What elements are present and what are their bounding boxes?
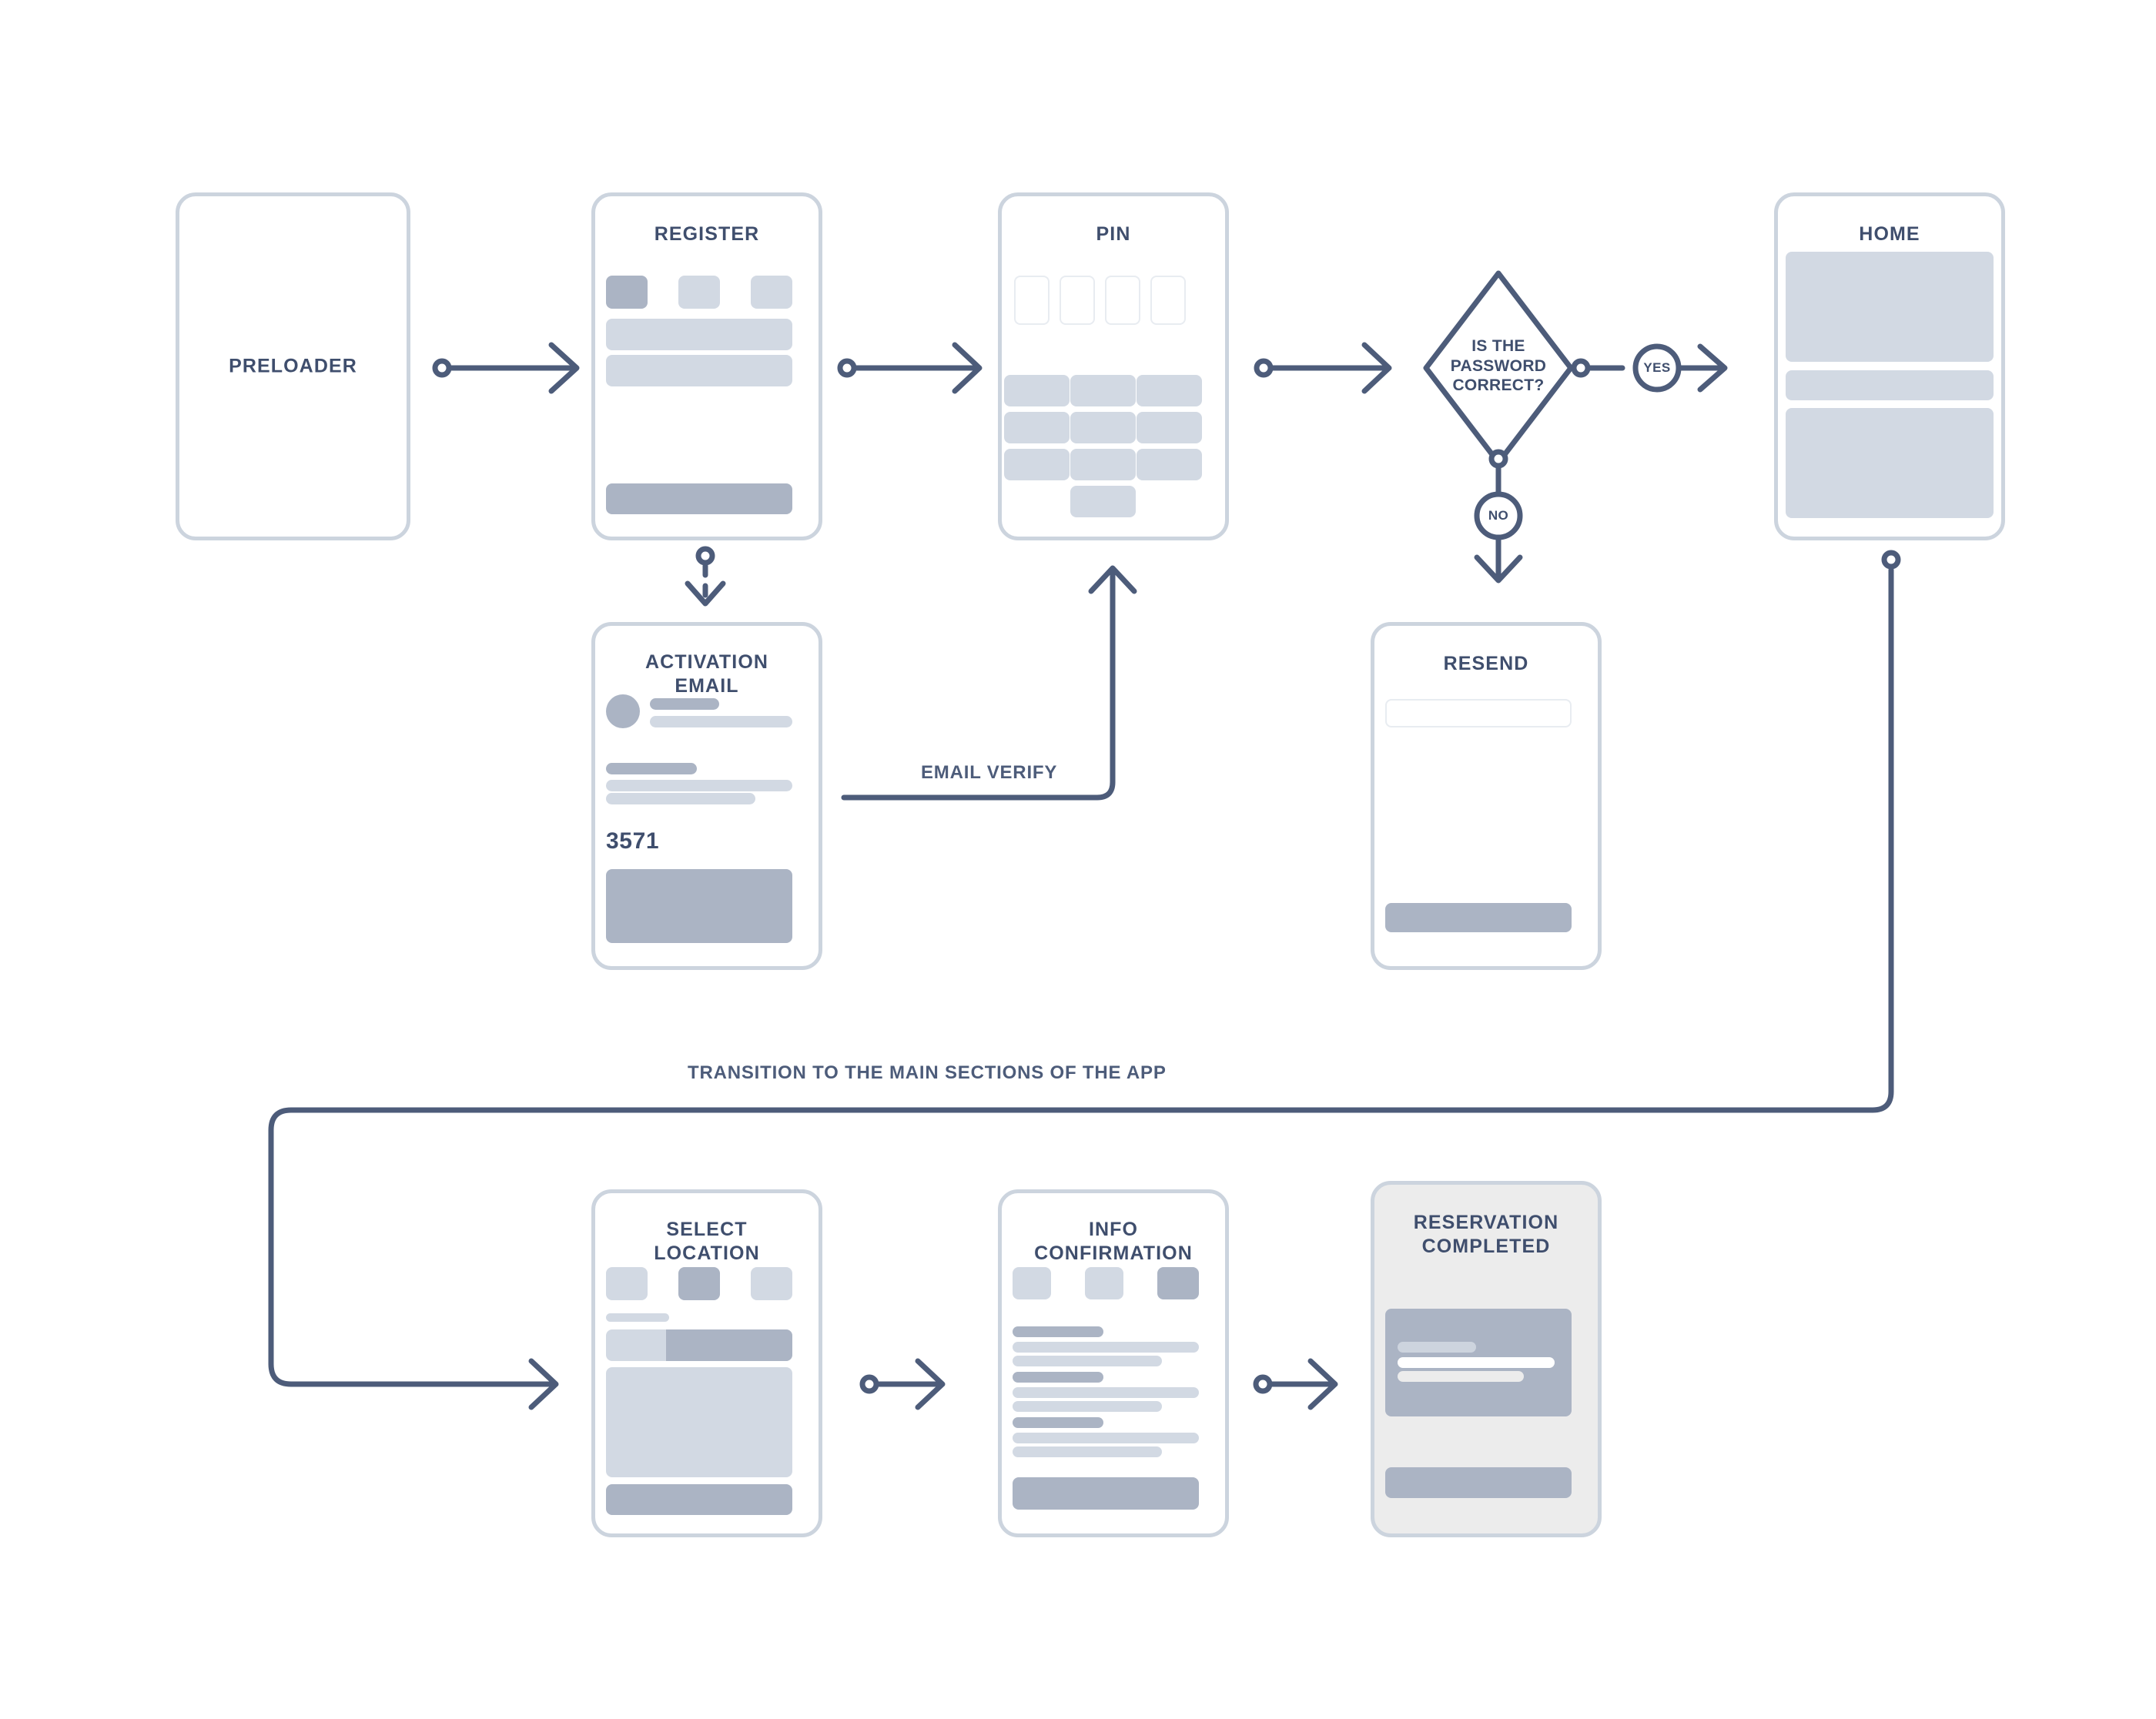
- select-location-title-line1: SELECT: [666, 1219, 748, 1240]
- keypad-key-5[interactable]: [1070, 412, 1136, 443]
- info-group1-line-2: [1013, 1356, 1162, 1366]
- screen-preloader[interactable]: PRELOADER: [176, 192, 410, 540]
- edge-label-email-verify: EMAIL VERIFY: [921, 762, 1058, 783]
- screen-resend[interactable]: RESEND: [1371, 622, 1602, 970]
- screen-reservation-completed-title: RESERVATION COMPLETED: [1374, 1211, 1598, 1258]
- sender-avatar: [606, 694, 640, 728]
- screen-activation-email[interactable]: ACTIVATION EMAIL 3571: [591, 622, 822, 970]
- reservation-ticket-line-2: [1398, 1357, 1555, 1368]
- screen-preloader-title: PRELOADER: [229, 355, 357, 377]
- location-tab-1[interactable]: [606, 1267, 648, 1300]
- info-group3-line-2: [1013, 1446, 1162, 1457]
- location-confirm-button[interactable]: [606, 1484, 792, 1515]
- screen-pin-title: PIN: [1096, 223, 1131, 245]
- keypad-key-1[interactable]: [1004, 375, 1070, 406]
- decision-question: IS THE PASSWORD CORRECT?: [1414, 336, 1583, 396]
- info-tab-2[interactable]: [1085, 1267, 1123, 1299]
- info-confirmation-title-line2: CONFIRMATION: [1034, 1242, 1193, 1264]
- resend-submit-button[interactable]: [1385, 903, 1572, 932]
- connector-register-to-activation-email: [685, 546, 726, 607]
- activation-email-title-line1: ACTIVATION: [644, 651, 769, 673]
- home-row-block[interactable]: [1786, 370, 1994, 400]
- location-map-block[interactable]: [606, 1367, 792, 1477]
- connector-register-to-pin: [837, 342, 983, 394]
- location-tab-3[interactable]: [751, 1267, 792, 1300]
- email-body-line-2: [606, 793, 755, 804]
- home-list-block[interactable]: [1786, 408, 1994, 518]
- screen-reservation-completed[interactable]: RESERVATION COMPLETED: [1371, 1181, 1602, 1537]
- decision-question-line1: IS THE: [1471, 337, 1525, 355]
- select-location-title-line2: LOCATION: [654, 1242, 760, 1264]
- keypad-key-0[interactable]: [1070, 486, 1136, 517]
- keypad-key-4[interactable]: [1004, 412, 1070, 443]
- screen-register-title: REGISTER: [654, 223, 760, 245]
- email-body-line-1: [606, 780, 792, 791]
- info-tab-active[interactable]: [1157, 1267, 1199, 1299]
- info-group3-heading: [1013, 1417, 1103, 1428]
- reservation-done-button[interactable]: [1385, 1467, 1572, 1498]
- reservation-ticket-line-1: [1398, 1342, 1476, 1353]
- keypad-key-7[interactable]: [1004, 449, 1070, 480]
- register-input-2[interactable]: [606, 355, 792, 386]
- info-group1-line-1: [1013, 1342, 1199, 1353]
- activation-email-title-line2: EMAIL: [675, 674, 739, 697]
- pin-digit-2[interactable]: [1060, 276, 1095, 325]
- email-body-heading: [606, 763, 697, 774]
- yes-node-label: YES: [1643, 360, 1671, 375]
- location-label-line: [606, 1313, 669, 1322]
- screen-info-confirmation-title: INFO CONFIRMATION: [1002, 1218, 1225, 1265]
- register-tab-active[interactable]: [606, 276, 648, 309]
- connector-preloader-to-register: [432, 342, 580, 394]
- home-hero-block[interactable]: [1786, 252, 1994, 362]
- screen-info-confirmation[interactable]: INFO CONFIRMATION: [998, 1189, 1229, 1537]
- screen-home[interactable]: HOME: [1774, 192, 2005, 540]
- info-confirm-button[interactable]: [1013, 1477, 1199, 1510]
- info-group3-line-1: [1013, 1433, 1199, 1443]
- register-tab-2[interactable]: [678, 276, 720, 309]
- screen-register[interactable]: REGISTER: [591, 192, 822, 540]
- keypad-key-3[interactable]: [1137, 375, 1202, 406]
- info-confirmation-title-line1: INFO: [1088, 1219, 1139, 1240]
- screen-home-title: HOME: [1859, 223, 1920, 245]
- screen-select-location[interactable]: SELECT LOCATION: [591, 1189, 822, 1537]
- pin-digit-1[interactable]: [1014, 276, 1050, 325]
- keypad-key-8[interactable]: [1070, 449, 1136, 480]
- reservation-completed-title-line2: COMPLETED: [1421, 1235, 1551, 1257]
- register-submit-button[interactable]: [606, 483, 792, 514]
- reservation-ticket-line-3: [1398, 1371, 1524, 1382]
- info-group1-heading: [1013, 1326, 1103, 1337]
- decision-question-line3: CORRECT?: [1452, 376, 1545, 395]
- screen-pin[interactable]: PIN: [998, 192, 1229, 540]
- screen-resend-title: RESEND: [1443, 653, 1529, 674]
- keypad-key-2[interactable]: [1070, 375, 1136, 406]
- activation-cta-button[interactable]: [606, 869, 792, 943]
- register-input-1[interactable]: [606, 319, 792, 350]
- resend-email-input[interactable]: [1385, 699, 1572, 727]
- info-group2-heading: [1013, 1372, 1103, 1383]
- activation-code: 3571: [606, 828, 660, 854]
- connector-pin-to-decision: [1254, 342, 1392, 394]
- edge-label-transition: TRANSITION TO THE MAIN SECTIONS OF THE A…: [688, 1062, 1167, 1083]
- no-node-label: NO: [1488, 508, 1509, 523]
- keypad-key-9[interactable]: [1137, 449, 1202, 480]
- pin-digit-3[interactable]: [1105, 276, 1140, 325]
- location-progress-fill: [666, 1329, 792, 1361]
- info-tab-1[interactable]: [1013, 1267, 1051, 1299]
- reservation-completed-title-line1: RESERVATION: [1413, 1212, 1559, 1233]
- keypad-key-6[interactable]: [1137, 412, 1202, 443]
- connector-location-to-info: [859, 1358, 946, 1410]
- sender-name-line: [650, 698, 719, 710]
- connector-info-to-reservation: [1253, 1358, 1338, 1410]
- location-tab-active[interactable]: [678, 1267, 720, 1300]
- info-group2-line-1: [1013, 1387, 1199, 1398]
- decision-question-line2: PASSWORD: [1450, 356, 1547, 375]
- register-tab-3[interactable]: [751, 276, 792, 309]
- screen-select-location-title: SELECT LOCATION: [595, 1218, 819, 1265]
- screen-activation-email-title: ACTIVATION EMAIL: [595, 650, 819, 697]
- info-group2-line-2: [1013, 1401, 1162, 1412]
- sender-subject-line: [650, 716, 792, 727]
- pin-digit-4[interactable]: [1150, 276, 1186, 325]
